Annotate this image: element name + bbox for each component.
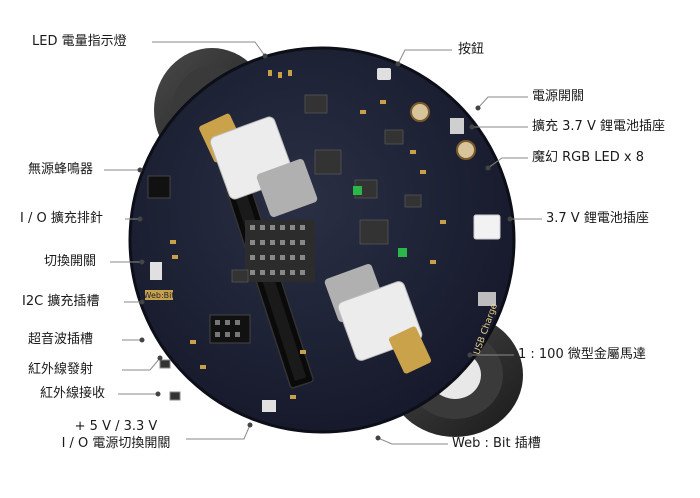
pcb-edge bbox=[128, 46, 516, 434]
label-voltage-line2: I / O 電源切換開關 bbox=[61, 436, 171, 451]
buzzer-shape bbox=[147, 175, 171, 199]
label-voltage-switch: + 5 V / 3.3 V I / O 電源切換開關 bbox=[48, 418, 184, 452]
label-gear-motor: 1 : 100 微型金屬馬達 bbox=[518, 347, 646, 362]
label-rgb-led: 魔幻 RGB LED x 8 bbox=[532, 150, 644, 165]
rgb-led-right bbox=[456, 140, 476, 160]
label-voltage-line1: + 5 V / 3.3 V bbox=[74, 419, 158, 434]
rgb-led-top bbox=[410, 102, 430, 122]
label-ext-battery-slot: 擴充 3.7 V 鋰電池插座 bbox=[532, 119, 665, 134]
label-battery-socket: 3.7 V 鋰電池插座 bbox=[546, 211, 649, 226]
label-button: 按鈕 bbox=[458, 42, 485, 57]
ic-chips bbox=[231, 94, 422, 283]
ir-tx-shape bbox=[159, 359, 171, 369]
label-toggle-switch: 切換開關 bbox=[44, 254, 97, 269]
label-power-switch: 電源開關 bbox=[532, 89, 585, 104]
green-leds bbox=[353, 186, 407, 257]
label-buzzer: 無源蜂鳴器 bbox=[28, 162, 94, 177]
smd-components bbox=[170, 70, 446, 399]
pin-header-block bbox=[245, 220, 315, 282]
motor-bottom bbox=[324, 263, 432, 374]
label-webbit-slot: Web : Bit 插槽 bbox=[452, 436, 541, 451]
leader-lines bbox=[104, 41, 542, 445]
label-ir-rx: 紅外線接收 bbox=[40, 386, 106, 401]
button-shape bbox=[377, 68, 391, 80]
webbit-print: Web:Bit bbox=[144, 291, 175, 300]
usb-port-shape bbox=[478, 292, 496, 306]
label-led-indicator: LED 電量指示燈 bbox=[32, 34, 127, 49]
label-io-header: I / O 擴充排針 bbox=[20, 211, 103, 226]
motor-top bbox=[199, 113, 318, 218]
ir-rx-shape bbox=[169, 391, 181, 401]
ultrasonic-header-shape bbox=[209, 314, 251, 344]
toggle-switch-shape bbox=[150, 262, 162, 280]
leader-dots bbox=[137, 53, 513, 441]
label-i2c-slot: I2C 擴充插槽 bbox=[22, 294, 100, 309]
label-ir-tx: 紅外線發射 bbox=[28, 362, 94, 377]
label-ultrasonic-slot: 超音波插槽 bbox=[28, 332, 94, 347]
voltage-switch-shape bbox=[262, 400, 276, 412]
battery-socket-shape bbox=[473, 214, 501, 240]
power-switch-shape bbox=[450, 118, 464, 134]
